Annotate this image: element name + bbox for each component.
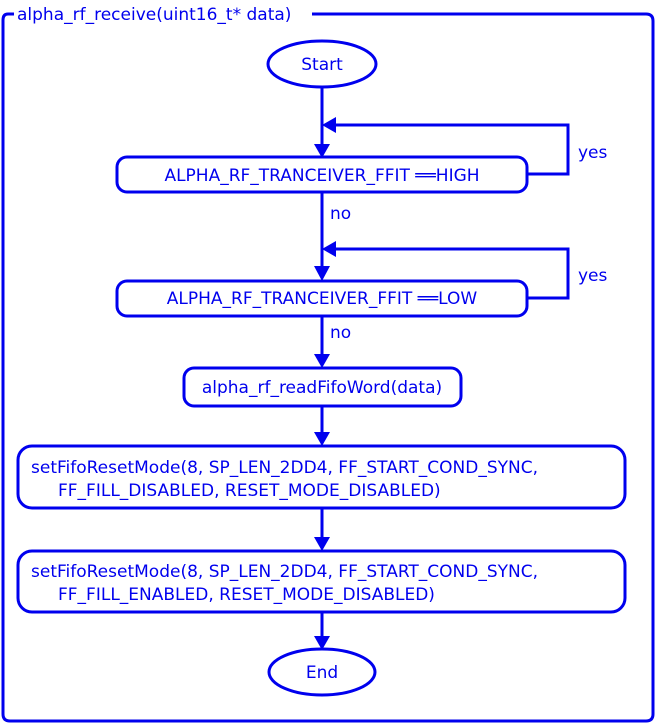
arrowhead xyxy=(314,266,330,281)
arrowhead xyxy=(314,432,330,446)
arrowhead xyxy=(314,354,330,368)
arrowhead xyxy=(322,117,336,133)
edge-high-yes-loop xyxy=(336,123,570,176)
edge-label-low-no: no xyxy=(330,323,351,343)
end-node[interactable] xyxy=(267,647,377,697)
arrowhead xyxy=(314,537,330,551)
edge-low-yes-loop xyxy=(336,247,570,300)
reset-mode-fill-enabled-line2: FF_FILL_ENABLED, RESET_MODE_DISABLED) xyxy=(58,585,435,605)
decision-high-label: ALPHA_RF_TRANCEIVER_FFIT ══HIGH xyxy=(164,166,479,186)
reset-mode-fill-disabled-line2: FF_FILL_DISABLED, RESET_MODE_DISABLED) xyxy=(58,481,441,501)
frame-border xyxy=(1,12,655,723)
decision-low-label: ALPHA_RF_TRANCEIVER_FFIT ══LOW xyxy=(167,289,478,309)
arrowhead xyxy=(314,144,330,158)
read-fifo-label: alpha_rf_readFifoWord(data) xyxy=(202,378,442,398)
frame-title: alpha_rf_receive(uint16_t* data) xyxy=(17,5,291,25)
reset-mode-fill-enabled-line1: setFifoResetMode(8, SP_LEN_2DD4, FF_STAR… xyxy=(31,562,538,582)
arrowhead xyxy=(322,241,336,257)
edge-label-low-yes: yes xyxy=(578,266,608,286)
arrowhead xyxy=(314,636,330,650)
edge-label-high-no: no xyxy=(330,204,351,224)
end-label: End xyxy=(306,663,338,683)
edge-label-high-yes: yes xyxy=(578,143,608,163)
start-label: Start xyxy=(301,55,343,75)
reset-mode-fill-disabled-line1: setFifoResetMode(8, SP_LEN_2DD4, FF_STAR… xyxy=(31,458,538,478)
frame-title-background xyxy=(14,5,295,25)
